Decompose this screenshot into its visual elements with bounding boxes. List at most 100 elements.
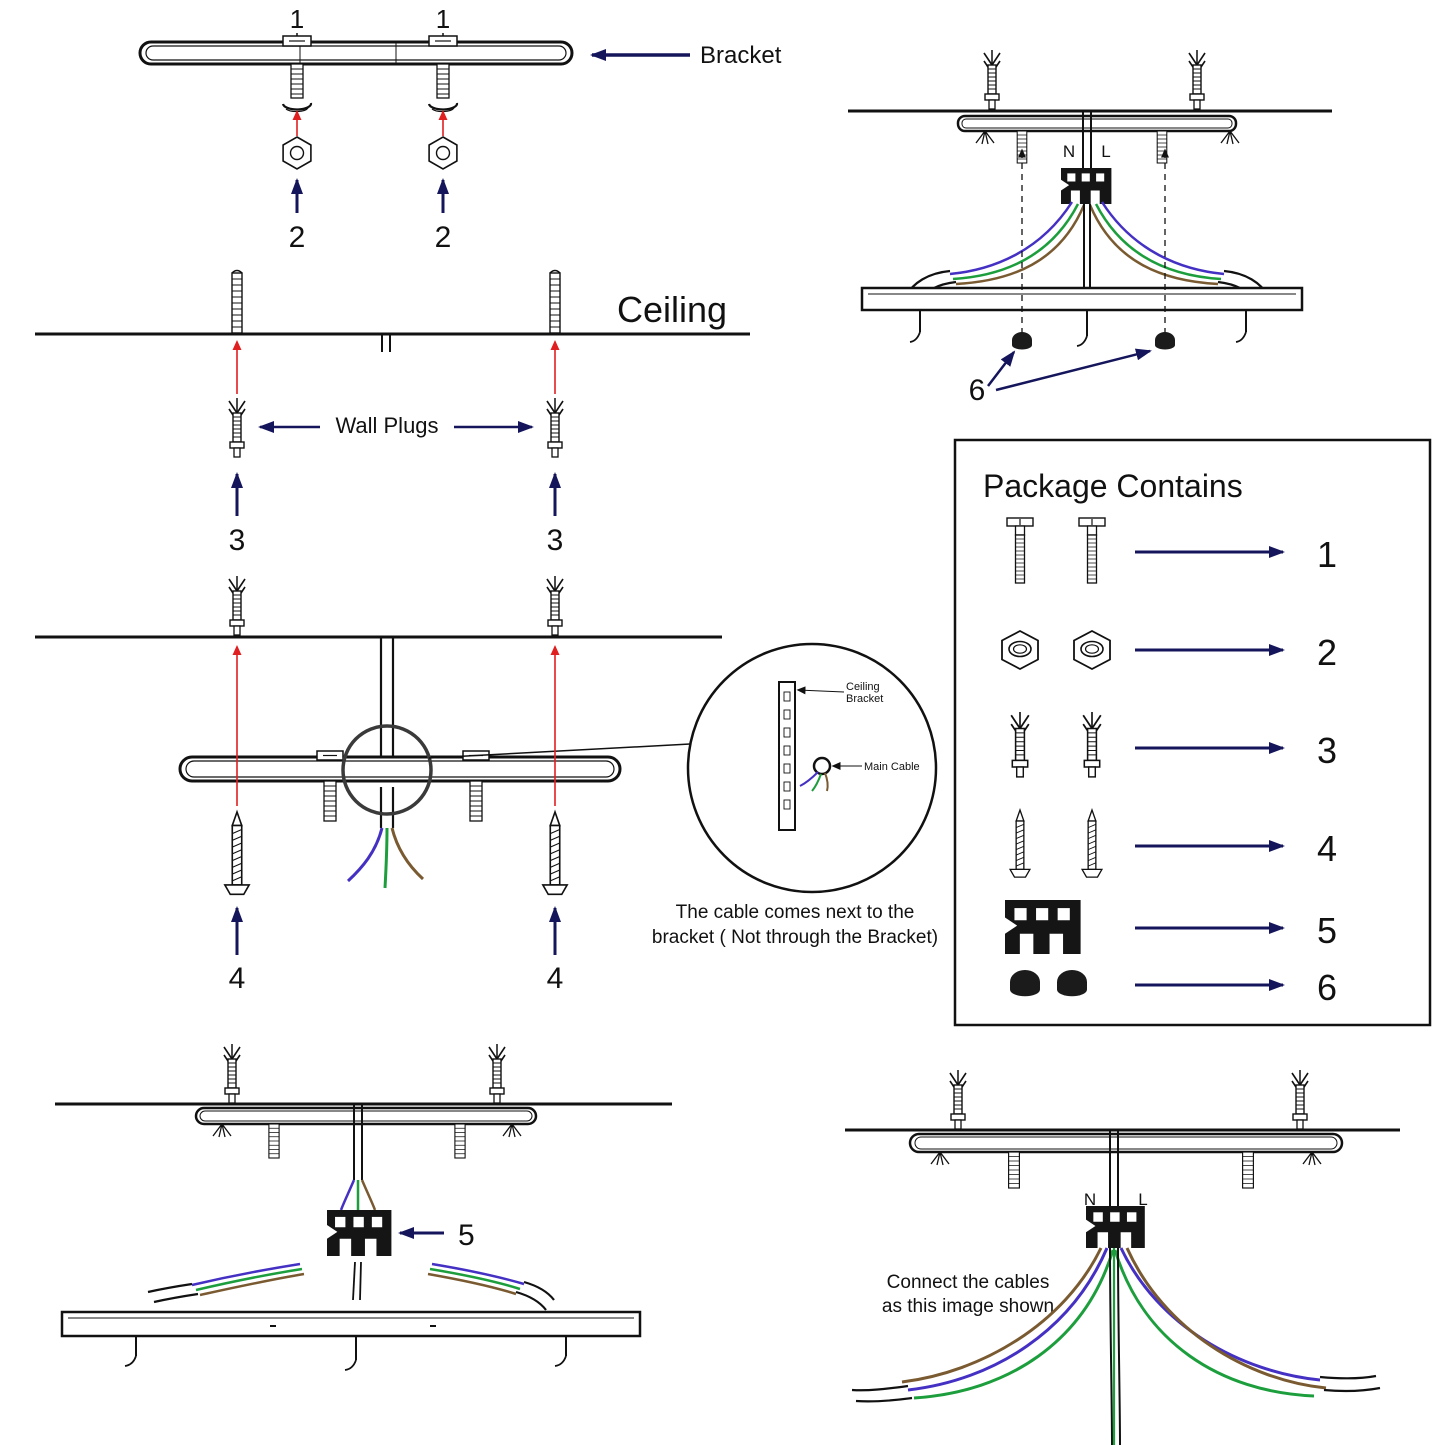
part-2-callout: 2 bbox=[435, 221, 452, 254]
machine-screw-graphic bbox=[323, 780, 337, 822]
part-4-callout: 4 bbox=[547, 962, 564, 995]
part-1-callout: 1 bbox=[290, 4, 304, 34]
ceiling-wall-plug-step: Ceiling Wall Plugs 3 3 bbox=[35, 269, 750, 557]
ceiling-bracket-graphic bbox=[956, 114, 1238, 133]
package-item-number: 1 bbox=[1317, 534, 1337, 575]
inset-bracket-arrow bbox=[796, 686, 845, 695]
washer-splay-graphic bbox=[212, 1123, 232, 1138]
machine-screw-graphic bbox=[1016, 130, 1028, 164]
wood-screw-icon bbox=[224, 811, 250, 896]
machine-screw-graphic bbox=[469, 780, 483, 822]
ceiling-bracket-graphic bbox=[908, 1132, 1344, 1154]
detail-highlight-circle bbox=[341, 724, 433, 816]
inset-circle bbox=[686, 642, 938, 894]
package-contains-panel: Package Contains 1 2 3 4 5 6 bbox=[953, 438, 1432, 1027]
connector-attach-step: 5 bbox=[55, 1043, 672, 1371]
cap-arrow bbox=[995, 348, 1152, 392]
end-cap-icon bbox=[1012, 332, 1032, 350]
connect-note-line2: as this image shown bbox=[882, 1296, 1054, 1317]
end-cap-icon bbox=[1010, 970, 1040, 997]
connect-note-line1: Connect the cables bbox=[887, 1272, 1050, 1293]
cable-detail-inset: Ceiling Bracket Main Cable The cable com… bbox=[652, 642, 938, 948]
cable-connection-step: N L Connect the cables as this image sho… bbox=[845, 1069, 1400, 1445]
fixture-base-graphic bbox=[60, 1310, 642, 1371]
package-item-number: 5 bbox=[1317, 910, 1337, 951]
terminal-n-label: N bbox=[1084, 1190, 1096, 1209]
screw-in-ceiling-icon bbox=[549, 269, 561, 334]
terminal-n-label: N bbox=[1063, 142, 1075, 161]
ceiling-bracket-graphic bbox=[194, 1106, 538, 1126]
connection-wires bbox=[851, 1247, 1381, 1445]
ceiling-bracket-graphic bbox=[178, 750, 622, 783]
wood-screw-icon bbox=[542, 811, 568, 896]
part-4-callout: 4 bbox=[229, 962, 246, 995]
screw-in-ceiling-icon bbox=[231, 269, 243, 334]
wall-plug-icon bbox=[228, 575, 246, 636]
part-5-callout: 5 bbox=[458, 1219, 475, 1252]
terminal-l-label: L bbox=[1101, 142, 1110, 161]
cable-note-line1: The cable comes next to the bbox=[676, 902, 915, 923]
package-item-number: 4 bbox=[1317, 828, 1337, 869]
fixture-wires bbox=[905, 201, 1269, 302]
hex-nut-icon bbox=[1001, 630, 1039, 670]
machine-screw-graphic bbox=[281, 63, 313, 113]
machine-screw-graphic bbox=[1008, 1151, 1020, 1189]
wall-plug-icon bbox=[949, 1069, 967, 1130]
terminal-connector-icon bbox=[327, 1210, 392, 1256]
wall-plug-icon bbox=[546, 575, 564, 636]
hex-nut-icon bbox=[428, 136, 458, 170]
inset-connector-line bbox=[428, 743, 691, 759]
fixture-wires bbox=[147, 1261, 555, 1311]
bracket-label: Bracket bbox=[700, 42, 782, 69]
fixture-base-graphic bbox=[860, 286, 1304, 347]
bracket-mount-step: 4 4 bbox=[35, 575, 722, 995]
cap-arrow bbox=[987, 350, 1016, 387]
cable-wires bbox=[346, 827, 425, 889]
wall-plug-icon bbox=[1291, 1069, 1309, 1130]
assembled-fixture-top: N L bbox=[848, 49, 1332, 407]
bracket-assembly-step: 1 1 Bracket bbox=[138, 4, 782, 254]
package-title: Package Contains bbox=[983, 468, 1243, 504]
machine-screw-graphic bbox=[454, 1123, 466, 1159]
wall-plug-icon bbox=[228, 397, 246, 458]
inset-bracket-label: Ceiling bbox=[846, 681, 880, 693]
washer-splay-graphic bbox=[502, 1123, 522, 1138]
ceiling-label: Ceiling bbox=[617, 289, 727, 330]
terminal-connector-icon bbox=[1086, 1206, 1145, 1248]
part-2-callout: 2 bbox=[289, 221, 306, 254]
hex-nut-icon bbox=[1073, 630, 1111, 670]
washer-splay-graphic bbox=[975, 130, 995, 145]
ceiling-bracket-graphic bbox=[138, 35, 574, 66]
main-cable-graphic bbox=[379, 637, 395, 828]
part-3-callout: 3 bbox=[229, 524, 246, 557]
cable-note-line2: bracket ( Not through the Bracket) bbox=[652, 927, 938, 948]
machine-screw-graphic bbox=[268, 1123, 280, 1159]
wall-plug-icon bbox=[223, 1043, 241, 1104]
part-1-callout: 1 bbox=[436, 4, 450, 34]
hex-nut-icon bbox=[282, 136, 312, 170]
end-cap-icon bbox=[1155, 332, 1175, 350]
part-3-callout: 3 bbox=[547, 524, 564, 557]
package-item-number: 2 bbox=[1317, 632, 1337, 673]
machine-screw-graphic bbox=[427, 63, 459, 113]
inset-bracket-label: Bracket bbox=[846, 693, 883, 705]
washer-splay-graphic bbox=[1302, 1151, 1322, 1166]
bracket-side-view-graphic bbox=[778, 681, 796, 831]
main-cable-dot-graphic bbox=[799, 756, 832, 792]
end-cap-icon bbox=[1057, 970, 1087, 997]
terminal-connector-icon bbox=[1005, 900, 1081, 954]
wall-plug-icon bbox=[983, 49, 1001, 110]
machine-screw-graphic bbox=[1156, 130, 1168, 164]
terminal-l-label: L bbox=[1138, 1190, 1147, 1209]
machine-screw-graphic bbox=[1242, 1151, 1254, 1189]
cable-wires bbox=[339, 1179, 377, 1211]
washer-splay-graphic bbox=[930, 1151, 950, 1166]
wall-plug-icon bbox=[1188, 49, 1206, 110]
main-cable-label: Main Cable bbox=[864, 761, 920, 773]
wall-plug-icon bbox=[488, 1043, 506, 1104]
wall-plug-icon bbox=[546, 397, 564, 458]
package-item-number: 6 bbox=[1317, 967, 1337, 1008]
terminal-connector-icon bbox=[1061, 168, 1112, 204]
wall-plugs-label: Wall Plugs bbox=[335, 413, 438, 438]
